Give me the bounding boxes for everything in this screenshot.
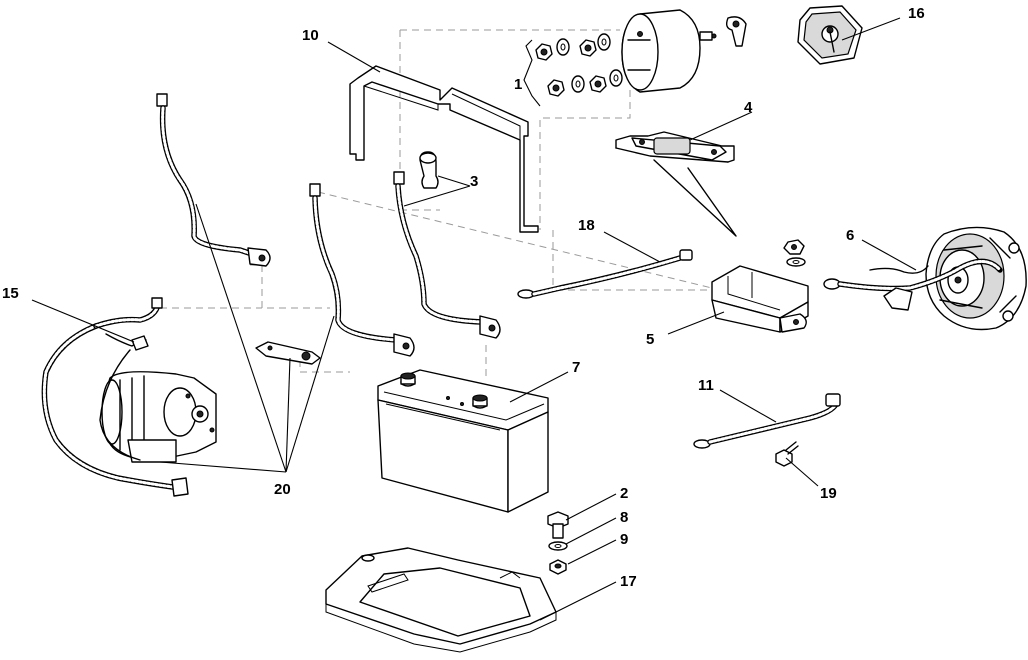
terminal-boot bbox=[419, 151, 439, 189]
battery bbox=[377, 369, 549, 513]
nut-icon bbox=[783, 239, 805, 255]
callout-8: 8 bbox=[620, 509, 628, 526]
alternator-cable bbox=[823, 258, 1003, 311]
battery-cables bbox=[156, 93, 501, 357]
callout-20: 20 bbox=[274, 481, 291, 498]
nut-icon bbox=[535, 39, 607, 97]
bolt-icon bbox=[547, 511, 569, 539]
callout-10: 10 bbox=[302, 27, 319, 44]
starter-harness bbox=[41, 297, 189, 497]
callout-3: 3 bbox=[470, 173, 478, 190]
callout-6: 6 bbox=[846, 227, 854, 244]
battery-bracket bbox=[349, 65, 539, 233]
callout-labels: 1 2 3 4 5 6 7 8 9 10 11 15 16 17 18 19 2… bbox=[2, 5, 925, 590]
nuts-and-washers-set bbox=[523, 33, 623, 107]
short-cable bbox=[517, 249, 693, 299]
callout-17: 17 bbox=[620, 573, 637, 590]
washer-icon bbox=[556, 33, 623, 93]
starter-motor bbox=[101, 371, 217, 463]
callout-11: 11 bbox=[698, 377, 714, 394]
washer-icon bbox=[548, 541, 568, 551]
callout-4: 4 bbox=[744, 99, 753, 116]
washer-icon bbox=[786, 257, 806, 267]
callout-7: 7 bbox=[572, 359, 580, 376]
alternator bbox=[925, 226, 1027, 331]
terminal-cover-cap bbox=[797, 5, 863, 65]
battery-terminal-icon bbox=[400, 372, 488, 409]
callout-2: 2 bbox=[620, 485, 628, 502]
junction-box bbox=[711, 239, 809, 333]
nut-icon bbox=[549, 559, 567, 575]
ground-strap-terminal bbox=[255, 341, 321, 365]
ground-cable bbox=[693, 393, 841, 449]
bolt-washer-nut-stack bbox=[547, 511, 569, 575]
callout-1: 1 bbox=[514, 76, 522, 93]
callout-15: 15 bbox=[2, 285, 19, 302]
battery-tray bbox=[325, 547, 557, 653]
callout-19: 19 bbox=[820, 485, 837, 502]
cylindrical-component bbox=[621, 9, 747, 93]
assembly-guide-lines bbox=[160, 29, 721, 378]
callout-16: 16 bbox=[908, 5, 925, 22]
leader-lines bbox=[31, 17, 917, 621]
bolt bbox=[775, 441, 799, 467]
callout-5: 5 bbox=[646, 331, 654, 348]
callout-18: 18 bbox=[578, 217, 595, 234]
fuse-strip-detail bbox=[615, 131, 737, 237]
callout-9: 9 bbox=[620, 531, 628, 548]
